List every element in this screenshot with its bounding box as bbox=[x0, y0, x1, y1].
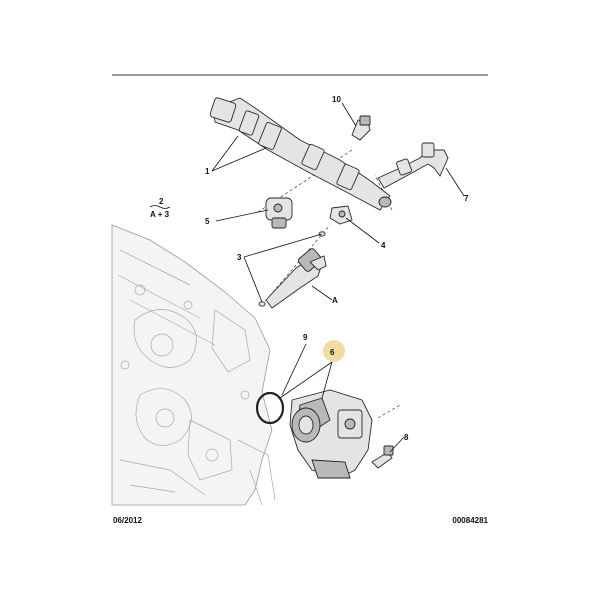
leader-lines bbox=[211, 102, 465, 453]
footer-ref: 00084281 bbox=[452, 516, 488, 525]
o-ring bbox=[255, 391, 285, 425]
pressure-sensor bbox=[265, 197, 293, 229]
callout-9: 9 bbox=[303, 333, 308, 342]
callout-6-highlight bbox=[323, 340, 345, 362]
callout-3: 3 bbox=[237, 253, 242, 262]
callout-1: 1 bbox=[205, 167, 210, 176]
fuel-pipe bbox=[377, 142, 449, 189]
fuel-rail bbox=[209, 97, 392, 211]
callout-2-tilde bbox=[149, 205, 171, 209]
callout-5: 5 bbox=[205, 217, 210, 226]
callout-8: 8 bbox=[404, 433, 409, 442]
clip-4 bbox=[329, 205, 353, 225]
callout-10: 10 bbox=[332, 95, 341, 104]
callout-7: 7 bbox=[464, 194, 469, 203]
footer-date: 06/2012 bbox=[113, 516, 142, 525]
assembly-axis-pump bbox=[377, 404, 401, 419]
high-pressure-pump bbox=[289, 389, 373, 479]
injector bbox=[265, 248, 327, 309]
callout-4: 4 bbox=[381, 241, 386, 250]
engine-block bbox=[111, 224, 276, 506]
bolt-10 bbox=[351, 115, 371, 141]
callout-2-sub: A + 3 bbox=[150, 210, 170, 219]
callout-A: A bbox=[332, 296, 338, 305]
callout-2: 2 bbox=[159, 197, 164, 206]
callout-6: 6 bbox=[330, 348, 335, 357]
screw-8 bbox=[371, 445, 394, 469]
